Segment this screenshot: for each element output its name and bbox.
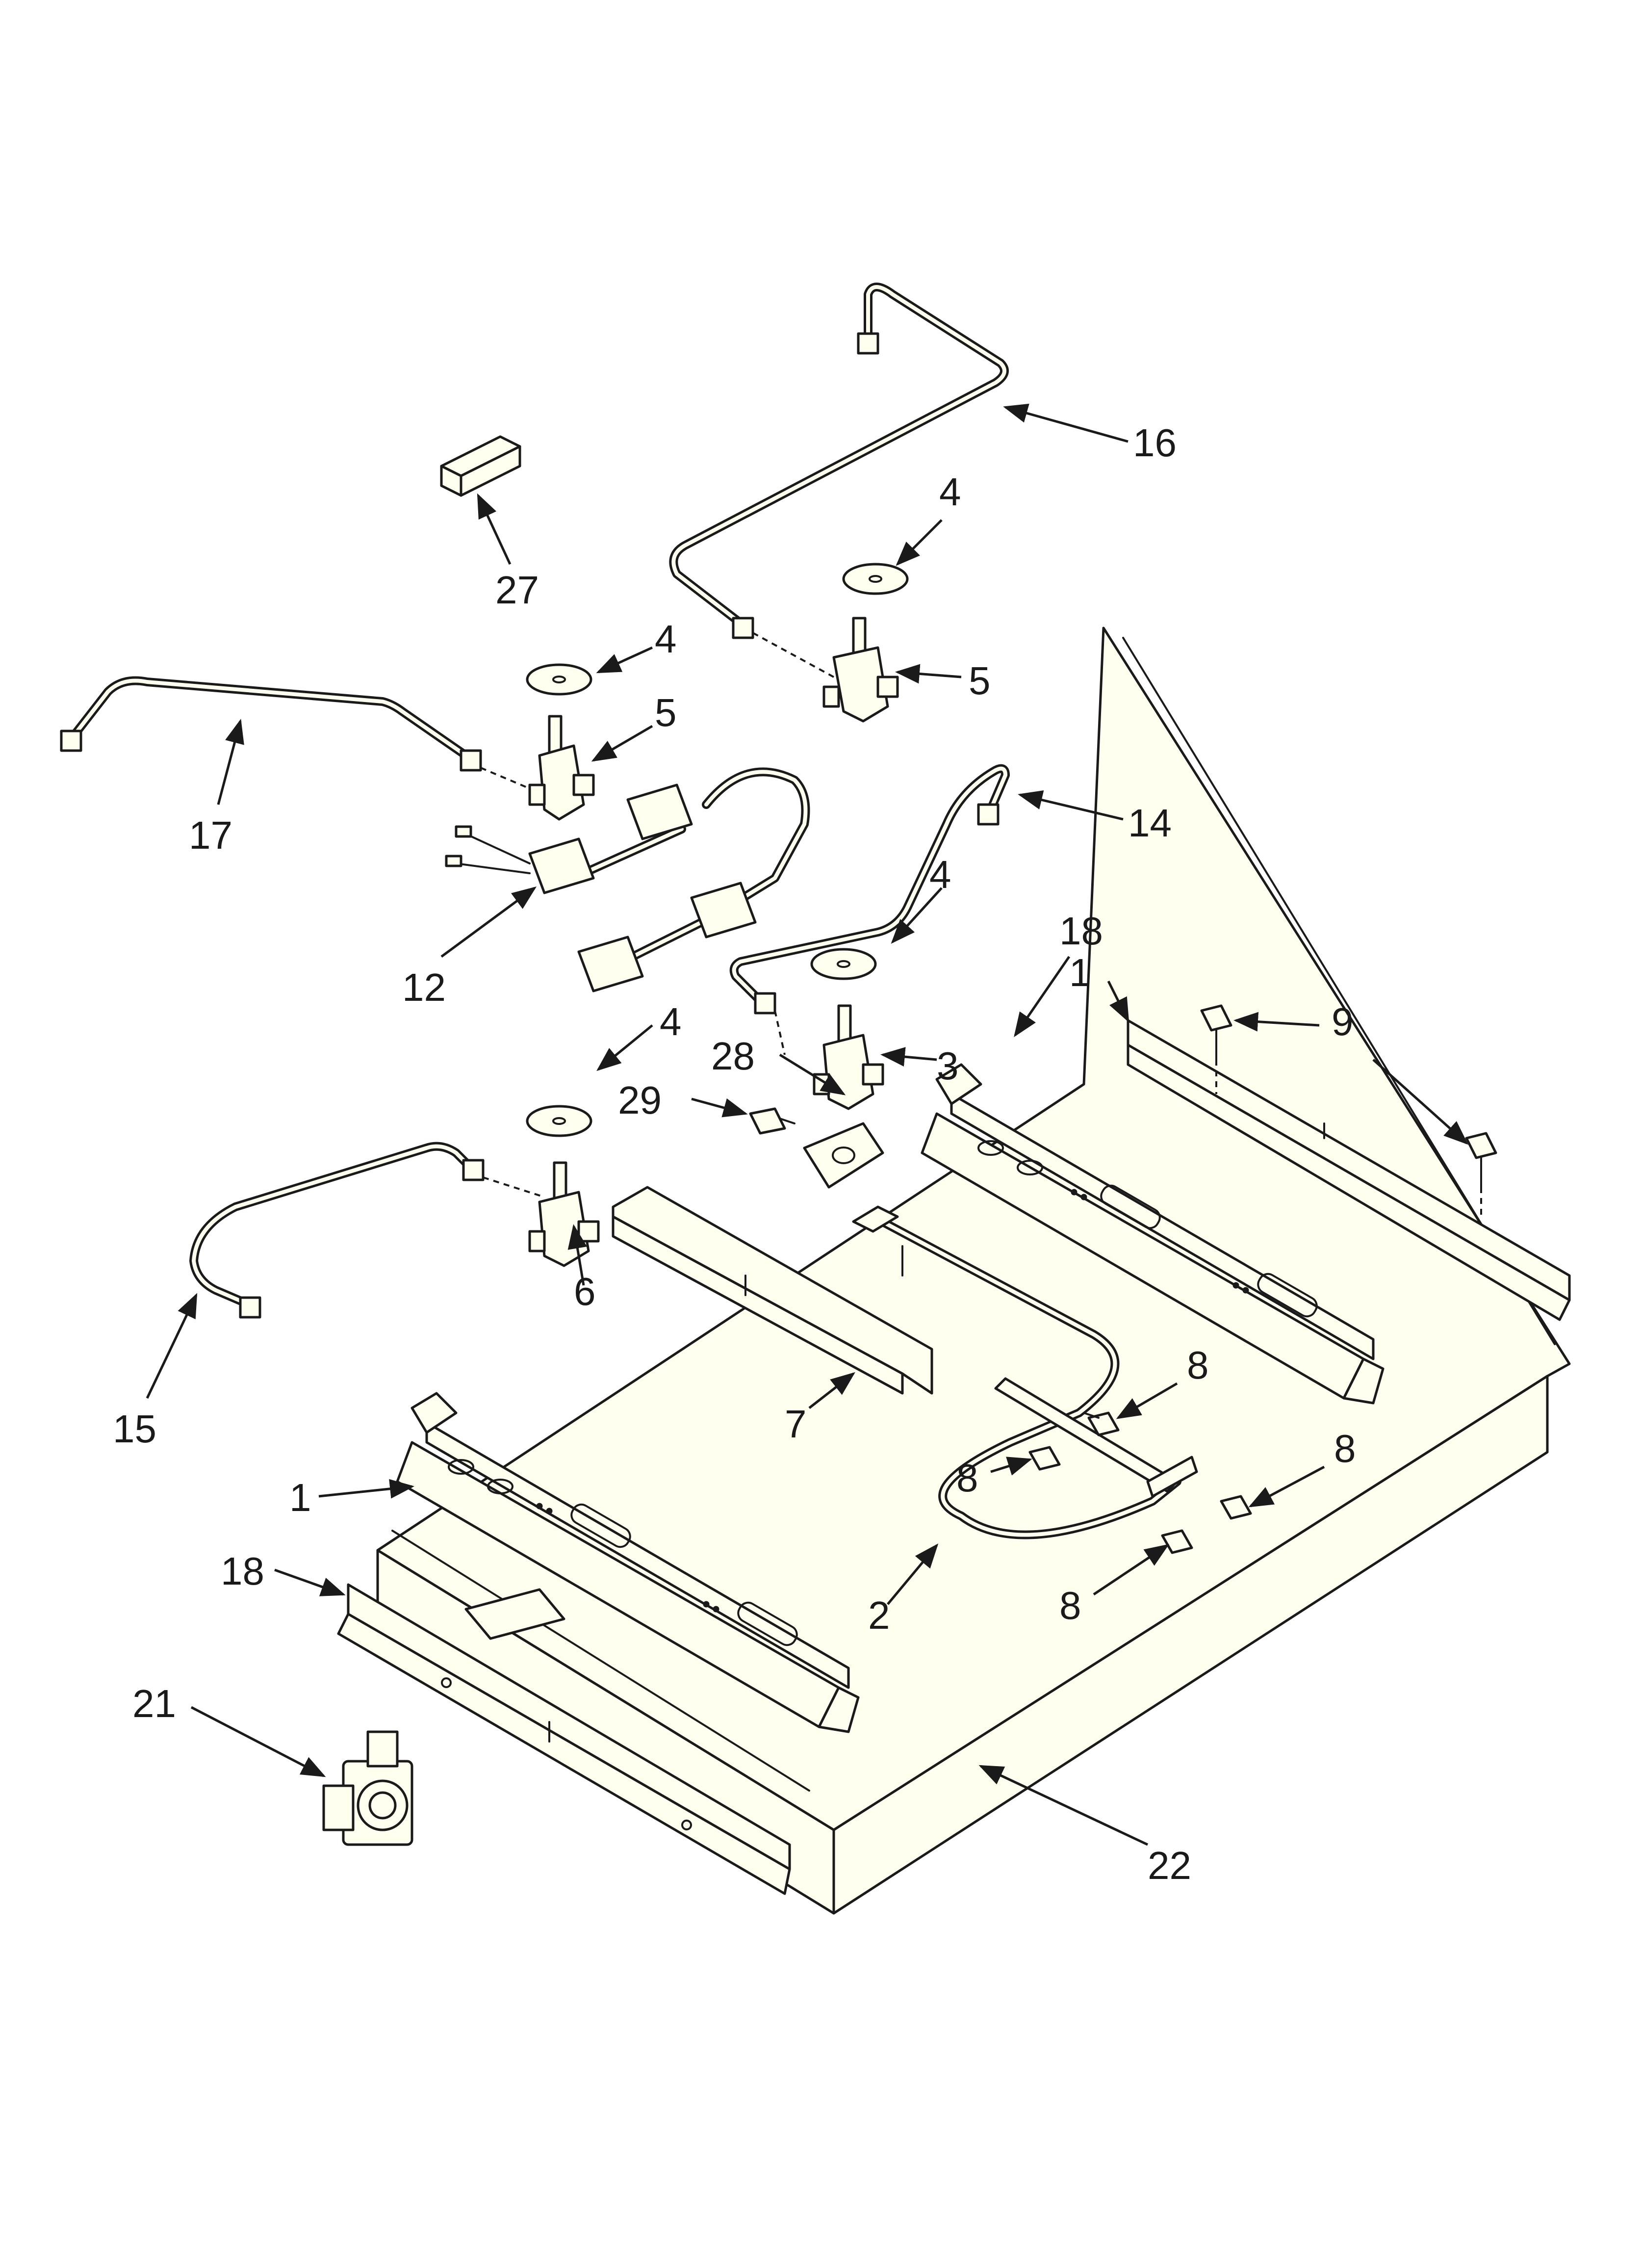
callout-5: 5: [655, 691, 677, 734]
callout-15: 15: [113, 1407, 156, 1451]
callout-5: 5: [969, 659, 991, 703]
callout-9: 9: [1332, 1000, 1354, 1043]
callout-1: 1: [1069, 951, 1091, 994]
valve-part-3: [813, 1004, 884, 1110]
washer-part-4-top: [842, 563, 909, 595]
shield-part-18-upper: [1127, 1019, 1571, 1321]
screw-part-8-b: [1028, 1446, 1061, 1471]
callout-28: 28: [711, 1034, 755, 1078]
harness-part-12: [445, 767, 810, 992]
plate-part-28: [803, 1122, 884, 1189]
callout-17: 17: [189, 813, 232, 857]
callout-27: 27: [495, 568, 539, 612]
tube-part-14: [729, 764, 1010, 1055]
screw-part-8-c: [1220, 1495, 1252, 1520]
callout-1: 1: [289, 1476, 311, 1519]
tube-part-16: [669, 283, 1009, 678]
terminal-block-part-27: [440, 435, 521, 497]
callout-8: 8: [1334, 1427, 1356, 1470]
callout-18: 18: [1059, 909, 1103, 953]
callout-2: 2: [868, 1593, 890, 1637]
callout-14: 14: [1128, 801, 1172, 845]
callout-7: 7: [785, 1402, 807, 1446]
callout-3: 3: [937, 1044, 959, 1088]
regulator-part-21: [322, 1730, 413, 1846]
screw-part-8-a: [1083, 1411, 1120, 1436]
tube-part-17: [60, 676, 545, 796]
burner-part-1-left: [396, 1392, 860, 1733]
callout-8: 8: [956, 1456, 978, 1500]
washer-part-4-middle: [810, 948, 877, 980]
leader-lines: [146, 403, 1468, 1846]
callout-12: 12: [402, 965, 446, 1009]
shield-part-18-lower: [337, 1583, 791, 1895]
callout-4: 4: [939, 470, 961, 514]
screw-part-9-a: [1200, 1004, 1232, 1094]
washer-part-4-lower-left: [526, 1105, 592, 1137]
callout-4: 4: [655, 617, 677, 661]
washer-part-4-upper-left: [526, 663, 592, 696]
callout-8: 8: [1187, 1343, 1209, 1387]
callout-8: 8: [1059, 1584, 1081, 1627]
fitting-part-29: [749, 1107, 795, 1135]
callout-4: 4: [660, 1000, 682, 1043]
burner-part-2: [852, 1205, 1198, 1539]
valve-part-5-top: [822, 617, 899, 723]
callouts: 16 27 4 5 4 5 17 14 4 12 18 1 9 4 3 28 2…: [113, 421, 1356, 1887]
valve-part-6: [528, 1161, 600, 1267]
bracket-part-7: [612, 1186, 933, 1395]
callout-29: 29: [618, 1078, 662, 1122]
callout-21: 21: [132, 1682, 176, 1725]
callout-16: 16: [1133, 421, 1177, 465]
callout-22: 22: [1148, 1844, 1191, 1887]
callout-4: 4: [929, 853, 951, 896]
tube-part-15: [189, 1142, 545, 1319]
valve-part-5-left: [528, 715, 595, 821]
callout-6: 6: [574, 1270, 596, 1313]
burner-part-1-right: [921, 1063, 1385, 1405]
callout-18: 18: [221, 1549, 264, 1593]
screw-part-9-b: [1465, 1132, 1497, 1217]
